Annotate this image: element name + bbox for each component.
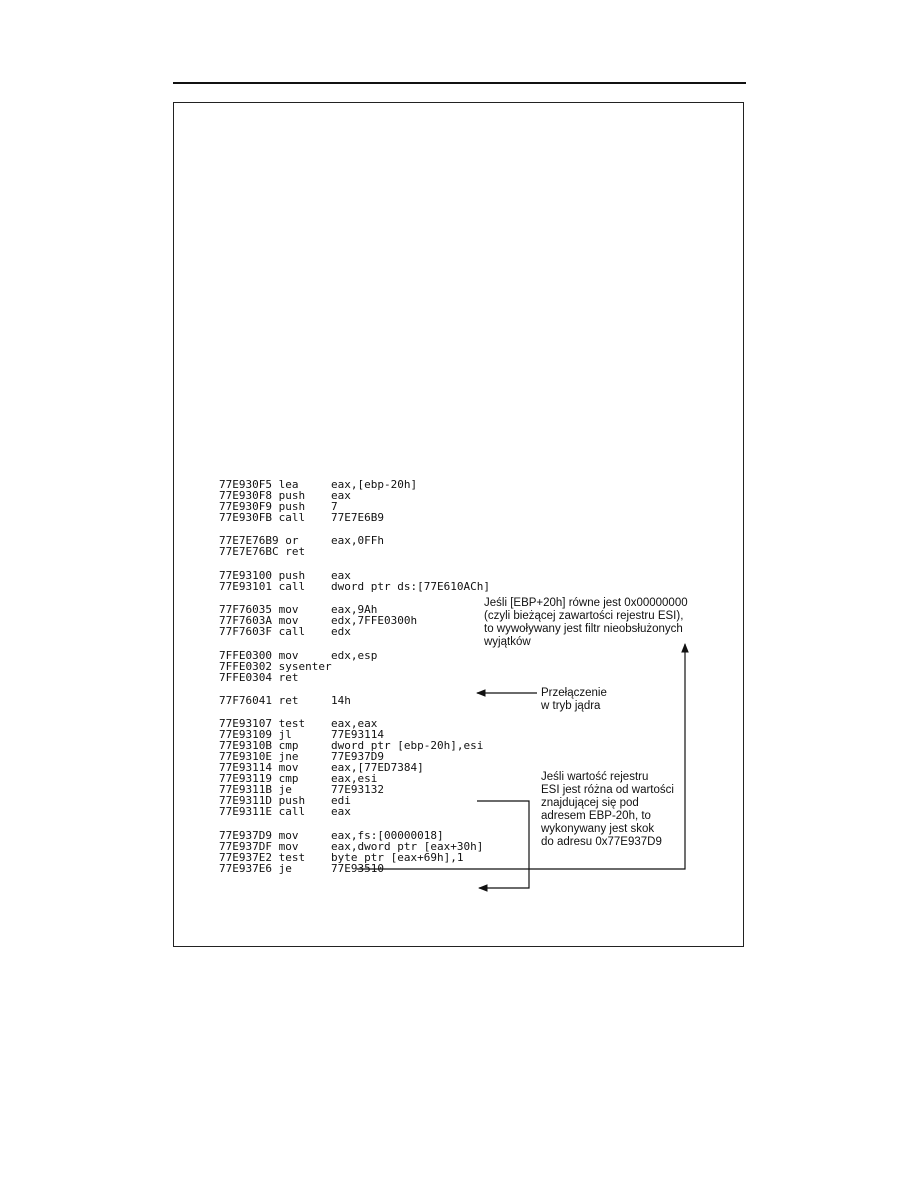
annotation-line: wyjątków bbox=[484, 636, 531, 648]
code-address-instruction: 77F7603F call bbox=[219, 625, 306, 639]
code-address-instruction: 77E930F8 push bbox=[219, 489, 306, 502]
annotation-line: to wywoływany jest filtr nieobsłużonych bbox=[484, 623, 683, 635]
annotation-line: Jeśli [EBP+20h] równe jest 0x00000000 bbox=[484, 597, 688, 609]
code-address-instruction: 77E937D9 mov bbox=[219, 828, 299, 842]
code-address-instruction: 77E930F9 push bbox=[219, 500, 306, 513]
code-line: 77E9311E call eax bbox=[219, 806, 490, 817]
code-address-instruction: 77E7E76BC ret bbox=[219, 545, 306, 559]
code-operands: edx bbox=[331, 625, 351, 639]
code-address-instruction: 77E9310E jne bbox=[219, 750, 299, 764]
code-address-instruction: 77E930F5 lea bbox=[219, 478, 299, 491]
code-address-instruction: 77E9311E call bbox=[219, 805, 306, 819]
code-address-instruction: 77F76041 ret bbox=[219, 693, 299, 707]
code-line: 77F7603F call edx bbox=[219, 626, 490, 637]
code-line: 7FFE0300 mov edx,esp bbox=[219, 650, 490, 661]
annotation-line: Przełączenie bbox=[541, 687, 607, 699]
code-line: 77E93107 test eax,eax bbox=[219, 718, 490, 729]
code-line: 77E93101 call dword ptr ds:[77E610ACh] bbox=[219, 581, 490, 592]
code-address-instruction: 77E937E2 test bbox=[219, 850, 306, 864]
code-address-instruction: 77E93107 test bbox=[219, 717, 306, 731]
code-operands: eax bbox=[331, 568, 351, 582]
code-operands: edx,7FFE0300h bbox=[331, 614, 418, 628]
code-address-instruction: 77E937DF mov bbox=[219, 839, 299, 853]
code-line: 77E930F8 push eax bbox=[219, 490, 490, 501]
code-operands: eax bbox=[331, 489, 351, 502]
code-line: 77F76035 mov eax,9Ah bbox=[219, 604, 490, 615]
code-line: 77E930F9 push 7 bbox=[219, 501, 490, 512]
code-address-instruction: 7FFE0304 ret bbox=[219, 670, 299, 684]
annotation-line: ESI jest różna od wartości bbox=[541, 784, 674, 796]
code-address-instruction: 77F76035 mov bbox=[219, 603, 299, 617]
code-line: 77E93119 cmp eax,esi bbox=[219, 773, 490, 784]
annotation-line: (czyli bieżącej zawartości rejestru ESI)… bbox=[484, 610, 684, 622]
annotation-line: adresem EBP-20h, to bbox=[541, 810, 651, 822]
code-address-instruction: 77E93119 cmp bbox=[219, 772, 299, 786]
code-line: 77E9311D push edi bbox=[219, 795, 490, 806]
code-address-instruction: 77E93109 jl bbox=[219, 728, 292, 742]
code-line: 7FFE0302 sysenter bbox=[219, 661, 490, 672]
annotation-filter: Jeśli [EBP+20h] równe jest 0x00000000(cz… bbox=[484, 597, 688, 649]
annotation-line: wykonywany jest skok bbox=[541, 823, 655, 835]
code-line: 77E930F5 lea eax,[ebp-20h] bbox=[219, 479, 490, 490]
code-address-instruction: 77E930FB call bbox=[219, 511, 306, 524]
code-address-instruction: 77E93100 push bbox=[219, 568, 306, 582]
code-address-instruction: 77E7E76B9 or bbox=[219, 534, 299, 548]
code-operands: eax bbox=[331, 805, 351, 819]
code-operands: 7 bbox=[331, 500, 338, 513]
code-operands: edx,esp bbox=[331, 648, 378, 662]
code-operands: dword ptr ds:[77E610ACh] bbox=[331, 579, 490, 593]
code-line: 77F7603A mov edx,7FFE0300h bbox=[219, 615, 490, 626]
code-operands: 77E93510 bbox=[331, 861, 384, 875]
code-line: 77E7E76BC ret bbox=[219, 546, 490, 557]
header-rule bbox=[173, 82, 746, 84]
code-address-instruction: 7FFE0302 sysenter bbox=[219, 659, 332, 673]
figure-frame bbox=[173, 102, 744, 947]
code-operands: eax,esi bbox=[331, 772, 378, 786]
assembly-listing: 77E930F5 lea eax,[ebp-20h] 77E930F8 push ea… bbox=[219, 479, 490, 874]
code-address-instruction: 77E9311D push bbox=[219, 794, 306, 808]
code-line: 77E930FB call 77E7E6B9 bbox=[219, 512, 490, 523]
code-address-instruction: 77E937E6 je bbox=[219, 861, 292, 875]
code-address-instruction: 77E9310B cmp bbox=[219, 739, 299, 753]
code-operands: eax,[ebp-20h] bbox=[331, 478, 418, 491]
code-line: 77F76041 ret 14h bbox=[219, 695, 490, 706]
code-operands: eax,eax bbox=[331, 717, 378, 731]
annotation-line: w tryb jądra bbox=[541, 700, 601, 712]
code-operands: edi bbox=[331, 794, 351, 808]
code-address-instruction: 7FFE0300 mov bbox=[219, 648, 299, 662]
code-line: 77E937E6 je 77E93510 bbox=[219, 863, 490, 874]
annotation-line: znajdującej się pod bbox=[541, 797, 639, 809]
code-address-instruction: 77E9311B je bbox=[219, 783, 292, 797]
code-address-instruction: 77E93114 mov bbox=[219, 761, 299, 775]
code-operands: eax,0FFh bbox=[331, 534, 384, 548]
code-line: 77E93100 push eax bbox=[219, 570, 490, 581]
annotation-line: do adresu 0x77E937D9 bbox=[541, 836, 662, 848]
code-line: 77E7E76B9 or eax,0FFh bbox=[219, 535, 490, 546]
code-operands: eax,9Ah bbox=[331, 603, 378, 617]
code-operands: 77E7E6B9 bbox=[331, 511, 384, 524]
annotation-line: Jeśli wartość rejestru bbox=[541, 771, 649, 783]
code-line: 7FFE0304 ret bbox=[219, 672, 490, 683]
code-operands: 14h bbox=[331, 693, 351, 707]
code-address-instruction: 77F7603A mov bbox=[219, 614, 299, 628]
code-address-instruction: 77E93101 call bbox=[219, 579, 306, 593]
